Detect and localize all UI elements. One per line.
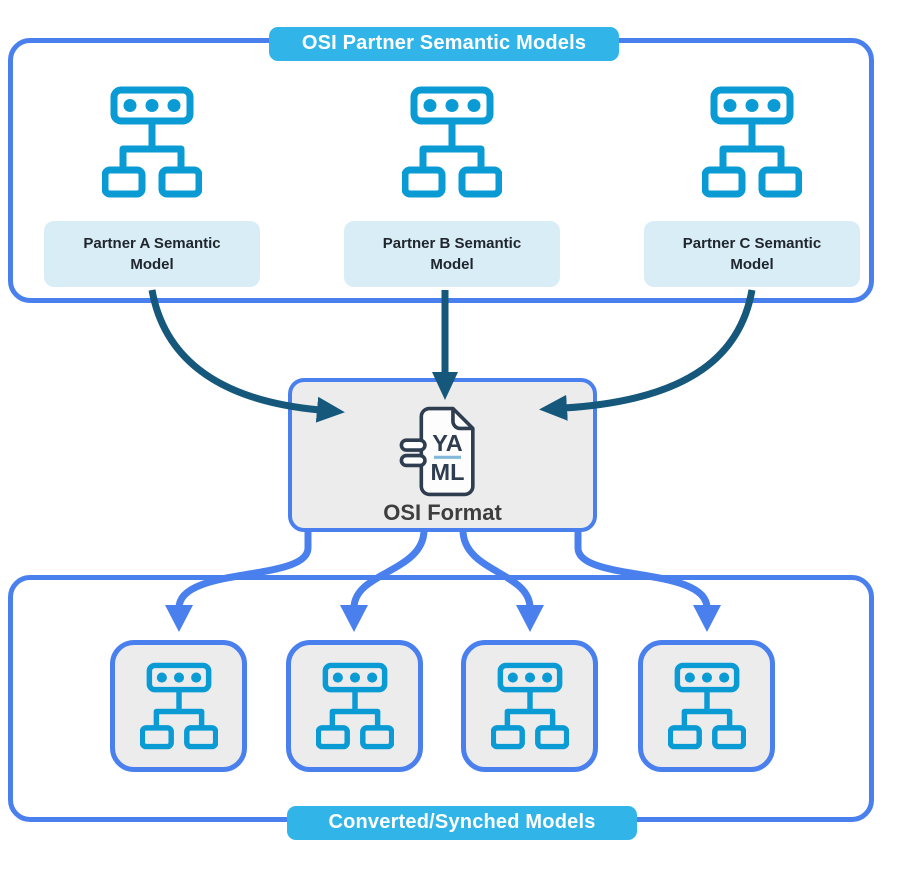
osi-format-box: YA ML OSI Format <box>288 378 597 532</box>
org-chart-icon <box>102 86 202 198</box>
converted-models-badge: Converted/Synched Models <box>287 806 637 840</box>
org-chart-icon <box>140 662 218 750</box>
osi-format-label: OSI Format <box>383 500 502 525</box>
org-chart-icon <box>491 662 569 750</box>
converted-model-box <box>110 640 247 772</box>
converted-model-box <box>638 640 775 772</box>
yaml-text-line2: ML <box>430 459 464 485</box>
yaml-file-icon: YA ML <box>399 406 475 497</box>
partner-b-label: Partner B Semantic Model <box>344 221 560 287</box>
yaml-text-line1: YA <box>432 430 463 456</box>
partner-c-label: Partner C Semantic Model <box>644 221 860 287</box>
org-chart-icon <box>316 662 394 750</box>
converted-model-box <box>461 640 598 772</box>
partner-a-label: Partner A Semantic Model <box>44 221 260 287</box>
org-chart-icon <box>668 662 746 750</box>
org-chart-icon <box>402 86 502 198</box>
partner-models-badge: OSI Partner Semantic Models <box>269 27 619 61</box>
converted-model-box <box>286 640 423 772</box>
org-chart-icon <box>702 86 802 198</box>
